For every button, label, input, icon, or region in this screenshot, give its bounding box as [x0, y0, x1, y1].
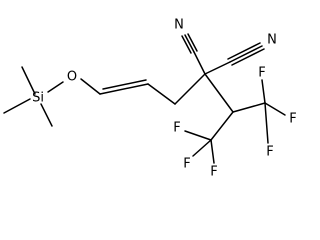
atom-label-f-top-right: F: [258, 66, 265, 81]
bond-cn-top-triple-2: [187, 33, 198, 52]
bond-c-f-right: [264, 102, 286, 116]
bond-cn-top-triple-1: [184, 34, 195, 53]
atom-label-f-bottom-left: F: [183, 157, 190, 172]
alkene-chain: [80, 73, 206, 105]
bond-ch-cf3-right: [232, 102, 266, 113]
bond-cq-ch: [204, 73, 234, 113]
bond-cn-top-triple-3: [181, 35, 192, 54]
nitrile-groups: [181, 33, 265, 75]
bond-c-f-left: [184, 130, 212, 141]
molecule-structure-diagram: Si O N N F F F F F F: [3, 18, 297, 180]
bond-c-f-bottom: [210, 139, 215, 164]
atom-label-f-right: F: [289, 112, 296, 127]
bond-si-methyl-left: [3, 98, 31, 114]
bond-si-methyl-bottom: [40, 103, 53, 127]
bond-cn-right-triple-2: [227, 42, 261, 60]
bond-si-methyl-top: [21, 66, 36, 95]
bond-cq-cn-top: [193, 51, 206, 75]
trimethylsilyl-group: [3, 66, 64, 127]
bond-c1-c2-double-b: [102, 79, 147, 90]
atom-label-f-left: F: [173, 121, 180, 136]
atom-label-si: Si: [32, 91, 44, 106]
bond-cn-right-triple-3: [231, 48, 265, 66]
atom-label-f-bottom-right: F: [266, 145, 273, 160]
atom-label-n-top: N: [174, 18, 184, 33]
bond-c-f-bottom-left: [192, 139, 212, 157]
atom-label-n-right: N: [267, 33, 277, 48]
bond-si-o: [47, 81, 64, 93]
hexafluoroisopropyl-group: [184, 73, 286, 164]
bond-ch-cf3-left: [210, 111, 234, 141]
atom-label-f-bottom: F: [210, 165, 217, 180]
bond-c2-c3: [147, 83, 176, 105]
bond-c-f-top-right: [261, 79, 266, 104]
bond-cq-cn-right: [204, 61, 231, 75]
bond-o-c1: [80, 78, 101, 95]
bond-c3-cq: [174, 73, 206, 105]
bond-cn-right-triple-1: [229, 45, 263, 63]
atom-label-o: O: [67, 70, 77, 85]
atom-labels: Si O N N F F F F F F: [32, 18, 297, 180]
bond-c-f-bottom-right: [264, 102, 269, 144]
bond-c1-c2-double-a: [99, 83, 149, 95]
